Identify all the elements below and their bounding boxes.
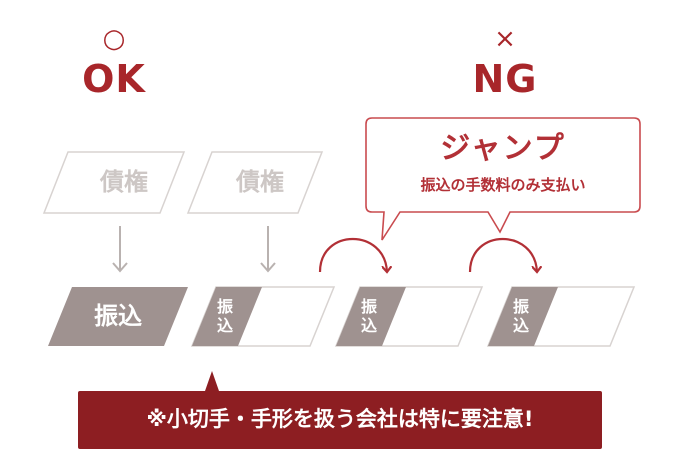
transfer-block-3-fill [336,287,406,346]
transfer-char-top: 振 [360,297,377,316]
banner-text: ※小切手・手形を扱う会社は特に要注意! [146,407,534,431]
transfer-char-bottom: 込 [512,316,529,335]
transfer-label-3: 振 込 [354,297,384,335]
transfer-block-2-fill [192,287,262,346]
ng-label: NG [472,57,538,101]
transfer-label-4: 振 込 [506,297,536,335]
transfer-block-1 [48,287,188,346]
ok-circle-icon: ○ [102,24,126,54]
jump-arrow-1 [318,238,387,272]
transfer-label-2: 振 込 [210,297,240,335]
transfer-char-top: 振 [216,297,233,316]
debt-label-1: 債権 [100,168,148,196]
callout-subtitle: 振込の手数料のみ支払い [420,176,586,194]
transfer-char-top: 振 [512,297,529,316]
transfer-char-bottom: 込 [360,316,377,335]
transfer-char-bottom: 込 [216,316,233,335]
callout-title: ジャンプ [440,131,566,166]
ok-label: OK [82,57,146,101]
debt-box-1 [42,151,186,214]
transfer-block-4-fill [488,287,558,346]
banner-pointer [205,371,219,391]
down-arrow-2 [260,226,276,273]
down-arrow-1 [112,226,128,273]
banner-box [78,391,602,449]
jump-arrow-2 [468,238,537,272]
ng-cross-icon: × [494,24,516,54]
transfer-label-1: 振込 [94,302,142,330]
debt-label-2: 債権 [236,168,284,196]
debt-box-2 [186,151,324,214]
callout-bubble [365,117,641,241]
